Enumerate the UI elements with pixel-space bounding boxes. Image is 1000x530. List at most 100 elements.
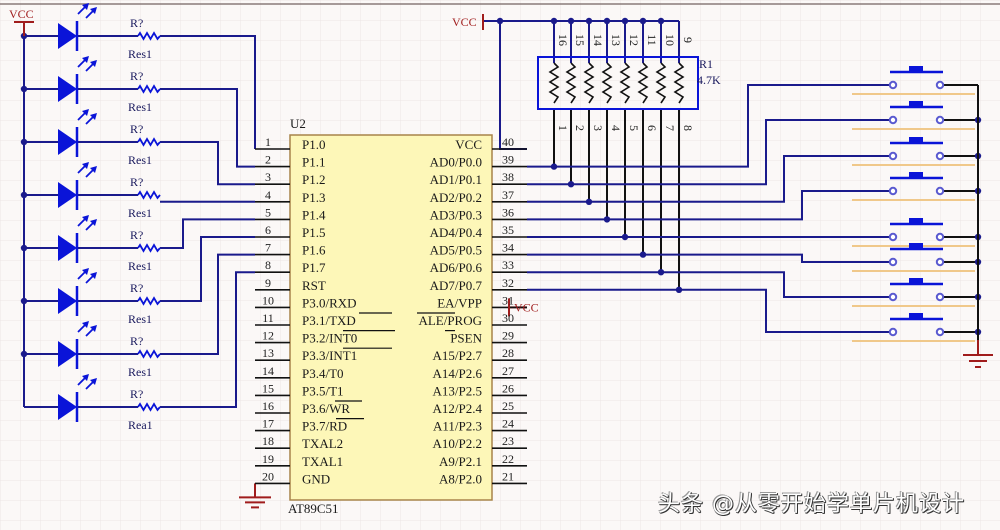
led3-to-p12 bbox=[160, 141, 255, 186]
button-terminal bbox=[888, 115, 898, 125]
chip-pin-name: VCC bbox=[455, 137, 482, 152]
button-terminal bbox=[888, 257, 898, 267]
led-light-arrow-head bbox=[82, 321, 89, 328]
led7-to-p16 bbox=[160, 253, 255, 355]
p0-to-button bbox=[527, 155, 893, 203]
resistor-pack-element-icon bbox=[637, 62, 649, 104]
resistor-value: Res1 bbox=[128, 47, 152, 61]
chip-pin-number: 6 bbox=[265, 223, 271, 237]
resistor-pack-element-icon bbox=[655, 62, 667, 104]
vcc-ea-label: VCC bbox=[514, 300, 539, 314]
led5-to-p14 bbox=[160, 218, 255, 249]
resistor-pack-bottom-pin: 6 bbox=[645, 125, 659, 131]
resistor-value: Res1 bbox=[128, 100, 152, 114]
resistor-value: Res1 bbox=[128, 153, 152, 167]
chip-pin-number: 40 bbox=[502, 135, 514, 149]
push-button-cap bbox=[909, 137, 923, 143]
resistor-pack-bottom-pin: 8 bbox=[681, 125, 695, 131]
led-light-arrow-head bbox=[82, 162, 89, 169]
resistor-pack-top-pin: 12 bbox=[627, 34, 641, 46]
push-button-cap bbox=[909, 313, 923, 319]
led-icon bbox=[58, 341, 77, 367]
led-icon bbox=[58, 235, 77, 261]
chip-pin-name: AD7/P0.7 bbox=[430, 278, 483, 293]
vcc-left-label: VCC bbox=[9, 7, 34, 21]
chip-pin-name: ALE/PROG bbox=[418, 313, 482, 328]
push-button-cap bbox=[909, 278, 923, 284]
chip-pin-name: P1.5 bbox=[302, 225, 325, 240]
chip-pin-name: A11/P2.3 bbox=[433, 419, 482, 434]
resistor-pack-top-pin: 13 bbox=[609, 34, 623, 46]
led-light-arrow-head bbox=[82, 374, 89, 381]
resistor-ref: R? bbox=[130, 16, 143, 30]
chip-ref: U2 bbox=[290, 116, 306, 131]
chip-pin-number: 29 bbox=[502, 329, 514, 343]
p0-to-button bbox=[527, 190, 893, 221]
button-terminal bbox=[935, 186, 945, 196]
chip-pin-number: 1 bbox=[265, 135, 271, 149]
resistor-pack-bottom-pin: 2 bbox=[573, 125, 587, 131]
chip-pin-name: AD6/P0.6 bbox=[430, 260, 483, 275]
button-terminal bbox=[888, 327, 898, 337]
chip-pin-name: PSEN bbox=[450, 331, 482, 346]
chip-pin-number: 35 bbox=[502, 223, 514, 237]
p0-to-button bbox=[527, 119, 893, 186]
resistor-pack-element-icon bbox=[619, 62, 631, 104]
chip-pin-name: P3.3/INT1 bbox=[302, 348, 357, 363]
resistor-icon bbox=[137, 137, 161, 147]
led-light-arrow-head bbox=[82, 56, 89, 63]
chip-pin-number: 31 bbox=[502, 293, 514, 307]
chip-pin-name: A15/P2.7 bbox=[433, 348, 483, 363]
button-terminal bbox=[888, 292, 898, 302]
resistor-pack-bottom-pin: 1 bbox=[556, 125, 570, 131]
resistor-pack-element-icon bbox=[548, 62, 560, 104]
chip-pin-name: A13/P2.5 bbox=[433, 383, 482, 398]
resistor-value: Res1 bbox=[128, 312, 152, 326]
led-icon bbox=[58, 76, 77, 102]
chip-pin-name: AD0/P0.0 bbox=[430, 155, 482, 170]
chip-pin-number: 26 bbox=[502, 381, 514, 395]
resistor-pack-bottom-pin: 7 bbox=[663, 125, 677, 131]
led-light-arrow-head bbox=[82, 268, 89, 275]
button-terminal bbox=[935, 151, 945, 161]
chip-pin-name: TXAL1 bbox=[302, 454, 343, 469]
chip-pin-number: 11 bbox=[262, 311, 274, 325]
chip-pin-number: 24 bbox=[502, 417, 514, 431]
button-terminal bbox=[935, 232, 945, 242]
chip-pin-number: 16 bbox=[262, 399, 274, 413]
chip-pin-name: A12/P2.4 bbox=[433, 401, 483, 416]
resistor-pack-top-pin: 14 bbox=[591, 34, 605, 46]
chip-pin-name: RST bbox=[302, 278, 326, 293]
chip-pin-number: 18 bbox=[262, 434, 274, 448]
led-light-arrow-head bbox=[82, 215, 89, 222]
chip-pin-number: 19 bbox=[262, 452, 274, 466]
chip-pin-name: TXAL2 bbox=[302, 436, 343, 451]
button-terminal bbox=[888, 80, 898, 90]
chip-pin-name: P3.5/T1 bbox=[302, 383, 344, 398]
resistor-pack-body bbox=[537, 56, 699, 110]
push-button-cap bbox=[909, 218, 923, 224]
resistor-value: Res1 bbox=[128, 365, 152, 379]
resistor-icon bbox=[137, 243, 161, 253]
chip-pin-number: 33 bbox=[502, 258, 514, 272]
resistor-ref: R? bbox=[130, 334, 143, 348]
chip-pin-name: P1.4 bbox=[302, 207, 326, 222]
resistor-value: Rea1 bbox=[128, 418, 153, 432]
chip-pin-name: EA/VPP bbox=[437, 295, 482, 310]
vcc-top-label: VCC bbox=[452, 15, 477, 29]
led-icon bbox=[58, 288, 77, 314]
chip-pin-number: 17 bbox=[262, 417, 274, 431]
chip-pin-name: AD1/P0.1 bbox=[430, 172, 482, 187]
chip-pin-number: 25 bbox=[502, 399, 514, 413]
resistor-pack-bottom-pin: 4 bbox=[609, 125, 623, 131]
chip-pin-number: 15 bbox=[262, 381, 274, 395]
led-icon bbox=[58, 394, 77, 420]
chip-pin-number: 20 bbox=[262, 469, 274, 483]
resistor-pack-bottom-pin: 3 bbox=[591, 125, 605, 131]
resistor-pack-bottom-pin: 5 bbox=[627, 125, 641, 131]
push-button-cap bbox=[909, 66, 923, 72]
chip-pin-number: 2 bbox=[265, 153, 271, 167]
resistor-ref: R? bbox=[130, 69, 143, 83]
chip-pin-number: 23 bbox=[502, 434, 514, 448]
